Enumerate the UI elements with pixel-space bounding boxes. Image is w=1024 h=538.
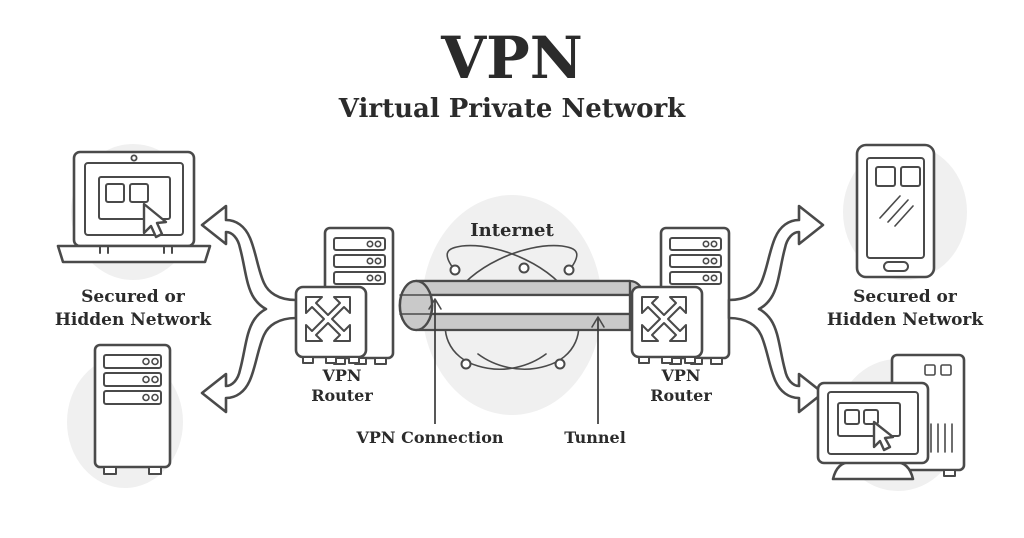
encrypted-tunnel[interactable] — [398, 279, 648, 332]
network-node — [518, 262, 530, 274]
drive-bay — [103, 354, 162, 369]
drive-bay — [333, 237, 386, 251]
tower-led — [924, 364, 936, 376]
right-router-label-line2: Router — [650, 386, 712, 405]
connector-left-branch — [200, 204, 298, 414]
window-frame — [837, 402, 901, 437]
cursor-icon — [872, 420, 895, 452]
left-network-label-line1: Secured or — [81, 287, 186, 307]
drive-bay — [333, 271, 386, 285]
connector-right-branch — [727, 204, 825, 414]
webcam-icon — [130, 154, 138, 162]
page-subtitle: Virtual Private Network — [338, 94, 686, 124]
app-tile — [844, 409, 860, 425]
left-router-label-line1: VPN — [321, 366, 361, 385]
device-laptop-left[interactable] — [56, 150, 212, 264]
network-node — [449, 264, 461, 276]
page-title: VPN — [440, 24, 583, 92]
app-tile — [900, 166, 921, 187]
phone-screen — [866, 157, 925, 259]
leader-vpn-connection — [428, 298, 442, 424]
vpn-router-left[interactable] — [294, 226, 395, 365]
drive-bay — [333, 254, 386, 268]
tower-led — [940, 364, 952, 376]
right-network-label-line1: Secured or — [853, 287, 958, 307]
tunnel-label: Tunnel — [564, 428, 626, 447]
network-node — [554, 358, 566, 370]
network-node — [460, 358, 472, 370]
app-tile — [105, 183, 125, 203]
app-tile — [863, 409, 879, 425]
cursor-icon — [142, 202, 168, 239]
drive-bay — [669, 237, 722, 251]
device-smartphone-right[interactable] — [855, 143, 936, 279]
device-desktop-right[interactable] — [816, 353, 966, 481]
left-network-label-line2: Hidden Network — [55, 310, 213, 330]
app-tile — [875, 166, 896, 187]
window-frame — [98, 176, 171, 220]
screen-shine-icon — [879, 195, 914, 227]
four-way-arrow-icon — [305, 296, 351, 342]
drive-bay — [103, 390, 162, 405]
left-router-label-line2: Router — [311, 386, 373, 405]
right-router-label-line1: VPN — [660, 366, 700, 385]
four-way-arrow-icon — [641, 296, 687, 342]
home-button — [883, 261, 909, 272]
internet-label: Internet — [470, 220, 554, 241]
vpn-router-right[interactable] — [630, 226, 731, 365]
right-network-label-line2: Hidden Network — [827, 310, 985, 330]
drive-bay — [669, 254, 722, 268]
device-server-tower-left[interactable] — [93, 343, 172, 475]
drive-bay — [669, 271, 722, 285]
leader-tunnel — [591, 316, 605, 424]
network-node — [563, 264, 575, 276]
vpn-connection-label: VPN Connection — [355, 428, 503, 447]
app-tile — [129, 183, 149, 203]
drive-bay — [103, 372, 162, 387]
